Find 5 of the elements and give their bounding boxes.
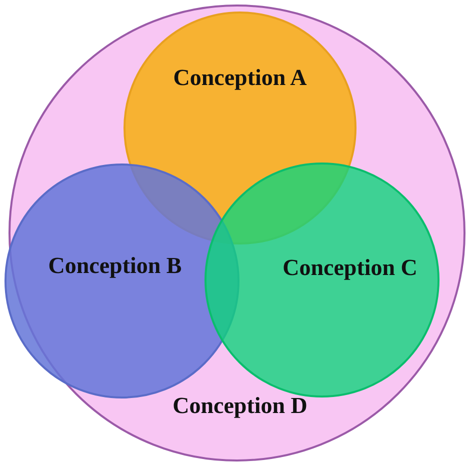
venn-circle bbox=[204, 162, 440, 398]
circle-label: Conception C bbox=[282, 254, 418, 282]
circle-label: Conception B bbox=[47, 252, 183, 280]
circle-label: Conception D bbox=[172, 392, 308, 420]
circle-label: Conception A bbox=[172, 64, 308, 92]
